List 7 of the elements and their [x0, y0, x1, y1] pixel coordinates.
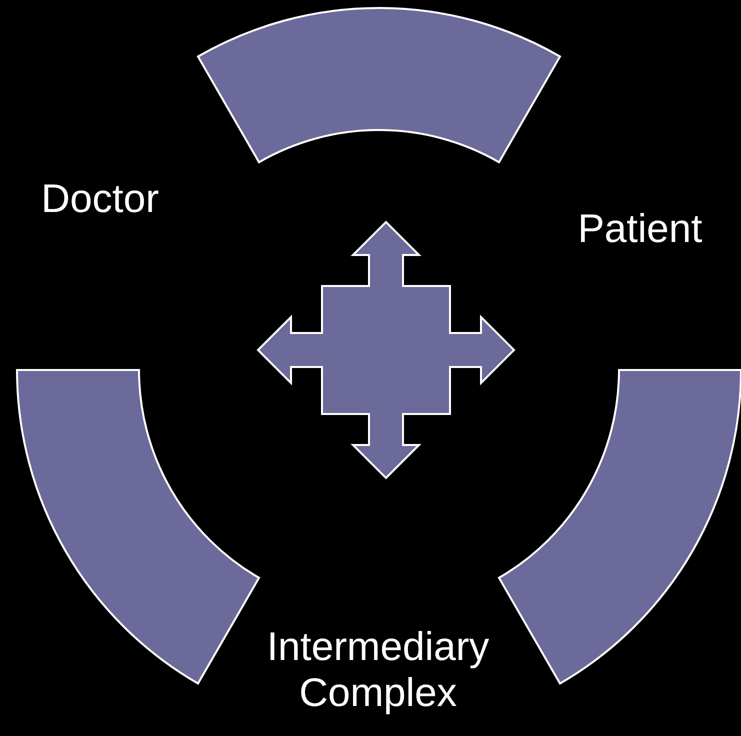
label-text: Patient: [576, 206, 704, 252]
label-text: Intermediary Complex: [266, 624, 490, 716]
label-text: Doctor: [40, 176, 160, 222]
arc-segment: [16, 369, 260, 684]
four-way-arrow: [256, 220, 516, 480]
arc-segment: [498, 369, 741, 684]
arc-segment: [197, 8, 561, 164]
